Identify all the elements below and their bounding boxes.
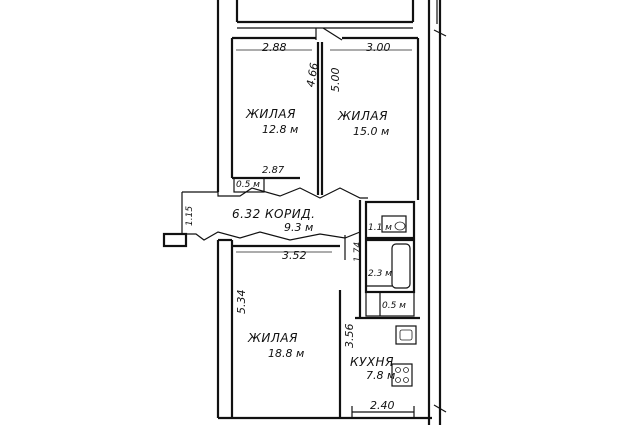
corridor-walls bbox=[162, 176, 368, 248]
dim-bottom-room-width: 3.52 bbox=[282, 249, 307, 262]
dim-top-right-width: 3.00 bbox=[366, 41, 391, 54]
area-storage: 0.5 м bbox=[382, 301, 406, 311]
room-area-living-top-left: 12.8 м bbox=[262, 123, 299, 136]
bottom-room-walls bbox=[230, 235, 346, 418]
edge-marks bbox=[433, 29, 447, 413]
area-closet: 0.5 м bbox=[236, 180, 260, 190]
exterior-walls bbox=[216, 0, 442, 425]
room-name-kitchen: КУХНЯ bbox=[350, 355, 394, 369]
room-name-living-bottom: ЖИЛАЯ bbox=[248, 331, 298, 345]
dimension-lines bbox=[236, 49, 412, 253]
bathroom-block bbox=[355, 200, 420, 320]
dim-bath-side: 1.74 bbox=[353, 241, 363, 262]
room-name-corridor: 6.32 КОРИД. bbox=[232, 207, 316, 221]
room-name-living-top-right: ЖИЛАЯ bbox=[338, 109, 388, 123]
room-area-living-top-right: 15.0 м bbox=[353, 125, 390, 138]
dim-kitchen-height: 3.56 bbox=[343, 323, 356, 349]
dim-kitchen-width: 2.40 bbox=[370, 399, 395, 412]
room-area-corridor: 9.3 м bbox=[284, 221, 314, 234]
kitchen-fixtures bbox=[351, 325, 417, 418]
dim-bottom-room-height: 5.34 bbox=[235, 289, 248, 315]
room-area-living-bottom: 18.8 м bbox=[268, 347, 305, 360]
dim-top-right-height: 5.00 bbox=[329, 67, 342, 93]
room-name-living-top-left: ЖИЛАЯ bbox=[246, 107, 296, 121]
room-area-kitchen: 7.8 м bbox=[366, 369, 396, 382]
top-rooms bbox=[230, 27, 420, 200]
dim-top-left-width: 2.88 bbox=[262, 41, 287, 54]
dim-corridor-side: 1.15 bbox=[185, 205, 195, 226]
area-bath: 2.3 м bbox=[368, 269, 392, 279]
area-wc: 1.1 м bbox=[368, 223, 392, 233]
dim-closet-width: 2.87 bbox=[262, 165, 285, 176]
